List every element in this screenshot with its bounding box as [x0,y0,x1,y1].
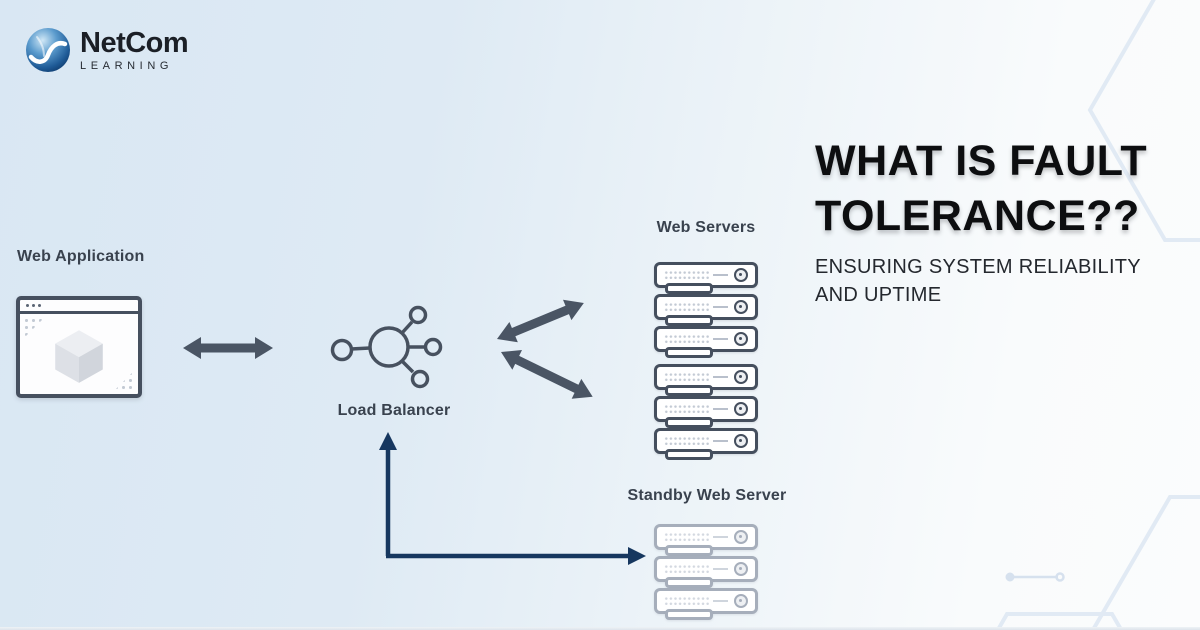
cube-icon [55,329,103,383]
server-cable-line [713,536,728,538]
server-vents [664,334,710,345]
server-power-button [734,530,748,544]
failover-elbow-arrow [379,432,646,565]
browser-titlebar [20,300,138,314]
server-vents [664,270,710,281]
server-unit [654,262,758,294]
brand-name: NetCom [80,26,189,59]
web-server-stack-2 [654,364,758,460]
server-unit [654,294,758,326]
browser-content [20,314,138,395]
bidirectional-arrow-webapp-loadbalancer [183,337,273,359]
brand-tagline: LEARNING [80,59,174,72]
page-title: WHAT IS FAULT TOLERANCE?? [815,137,1148,241]
server-drawer-tab [665,609,713,620]
server-cable-line [713,440,728,442]
server-cable-line [713,306,728,308]
server-drawer-tab [665,315,713,326]
headline-block: WHAT IS FAULT TOLERANCE?? ENSURING SYSTE… [815,134,1193,309]
server-unit [654,588,758,620]
bidirectional-arrow-lb-webservers-bottom [501,350,593,399]
dots-decoration [113,370,135,392]
server-power-button [734,300,748,314]
server-unit [654,326,758,358]
standby-server-stack [654,524,758,620]
server-vents [664,302,710,313]
web-server-stack-1 [654,262,758,358]
server-vents [664,596,710,607]
server-vents [664,436,710,447]
logo-text: NetCom LEARNING [80,26,189,72]
load-balancer-label: Load Balancer [337,402,451,419]
server-power-button [734,370,748,384]
server-cable-line [713,408,728,410]
server-drawer-tab [665,417,713,428]
dots-decoration [23,317,45,339]
server-unit [654,364,758,396]
server-vents [664,372,710,383]
standby-web-server-label: Standby Web Server [627,487,787,504]
browser-titlebar-dot [26,304,29,307]
server-drawer-tab [665,283,713,294]
server-vents [664,532,710,543]
server-cable-line [713,274,728,276]
server-unit [654,428,758,460]
server-power-button [734,268,748,282]
server-vents [664,404,710,415]
server-cable-line [713,568,728,570]
server-drawer-tab [665,385,713,396]
web-servers-label: Web Servers [656,219,756,236]
server-vents [664,564,710,575]
server-cable-line [713,600,728,602]
netcom-learning-logo: NetCom LEARNING [24,26,189,74]
server-power-button [734,562,748,576]
server-unit [654,556,758,588]
server-power-button [734,434,748,448]
server-drawer-tab [665,347,713,358]
server-unit [654,396,758,428]
page-subtitle: ENSURING SYSTEM RELIABILITY AND UPTIME [815,256,1141,306]
netcom-globe-icon [26,28,70,72]
web-application-icon [16,296,142,398]
server-drawer-tab [665,545,713,556]
web-application-label: Web Application [17,248,145,265]
browser-titlebar-dot [32,304,35,307]
server-cable-line [713,338,728,340]
browser-titlebar-dot [38,304,41,307]
server-drawer-tab [665,449,713,460]
server-power-button [734,332,748,346]
bidirectional-arrow-lb-webservers-top [497,299,584,343]
server-cable-line [713,376,728,378]
load-balancer-icon [330,305,443,389]
server-unit [654,524,758,556]
server-power-button [734,402,748,416]
server-drawer-tab [665,577,713,588]
server-power-button [734,594,748,608]
